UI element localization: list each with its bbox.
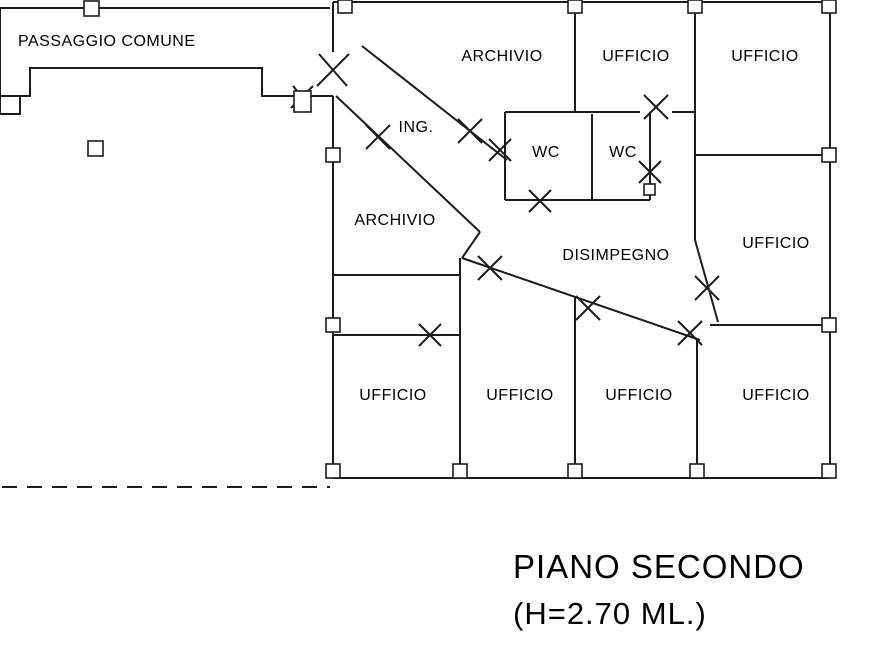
pillar — [687, 0, 703, 14]
pillar — [821, 463, 837, 479]
room-label-ufficio-bottom-3: UFFICIO — [605, 387, 673, 404]
ing-lower-diagonal-wall — [335, 95, 481, 233]
room-label-ufficio-top-mid: UFFICIO — [602, 48, 670, 65]
pillar — [87, 140, 104, 157]
room-label-disimpegno: DISIMPEGNO — [562, 247, 670, 264]
room-label-ufficio-bottom-1: UFFICIO — [359, 387, 427, 404]
pillar — [325, 317, 341, 333]
room-label-ufficio-bottom-4: UFFICIO — [742, 387, 810, 404]
floor-height-note: (H=2.70 ML.) — [513, 596, 707, 631]
door-tick-ing-archivio — [365, 124, 391, 150]
ing-upper-diagonal-wall — [361, 45, 508, 161]
pillar — [293, 90, 312, 113]
pillar — [643, 183, 656, 196]
door-tick-bottomleft-ufficio — [418, 323, 442, 347]
room-label-ufficio-top-right: UFFICIO — [731, 48, 799, 65]
room-label-archivio-left: ARCHIVIO — [354, 212, 436, 229]
pillars — [83, 0, 837, 479]
door-tick-midright-ufficio — [694, 275, 720, 301]
door-tick-top-ufficio — [643, 94, 669, 120]
passage-walls — [0, 7, 333, 115]
pillar — [452, 463, 468, 479]
pillar — [337, 0, 353, 14]
room-label-wc-right: WC — [609, 144, 637, 161]
pillar — [821, 0, 837, 14]
interior-walls — [333, 2, 830, 478]
floor-title: PIANO SECONDO — [513, 548, 805, 585]
door-tick-corridor-3 — [677, 320, 703, 346]
pillar — [567, 0, 583, 14]
room-label-passaggio-comune: PASSAGGIO COMUNE — [18, 33, 196, 50]
floor-title-block: PIANO SECONDO (H=2.70 ML.) — [513, 548, 805, 632]
door-tick-main-entrance — [316, 53, 350, 87]
door-tick-ing-upper — [457, 118, 483, 144]
door-tick-wc-left-wall — [488, 138, 512, 162]
room-label-ufficio-mid-right: UFFICIO — [742, 235, 810, 252]
pillar — [83, 0, 100, 17]
passage-stepped-wall — [0, 67, 333, 97]
passage-left-notch — [0, 96, 21, 115]
pillar — [325, 147, 341, 163]
pillar — [689, 463, 705, 479]
room-label-wc-left: WC — [532, 144, 560, 161]
door-tick-corridor-2 — [575, 295, 601, 321]
door-tick-wc-left-bottom — [528, 189, 552, 213]
pillar — [325, 463, 341, 479]
door-ticks — [290, 53, 720, 347]
door-tick-wc-right-wall — [638, 160, 662, 184]
room-label-ufficio-bottom-2: UFFICIO — [486, 387, 554, 404]
pillar — [821, 147, 837, 163]
pillar — [567, 463, 583, 479]
room-label-archivio-top: ARCHIVIO — [461, 48, 543, 65]
pillar — [821, 317, 837, 333]
door-tick-corridor-1 — [477, 255, 503, 281]
midright-ufficio-diagonal-wall — [694, 239, 719, 323]
archivio-corner-diagonal — [461, 231, 481, 259]
room-label-ing: ING. — [398, 119, 434, 136]
corridor-lower-diagonal-wall — [461, 257, 701, 341]
